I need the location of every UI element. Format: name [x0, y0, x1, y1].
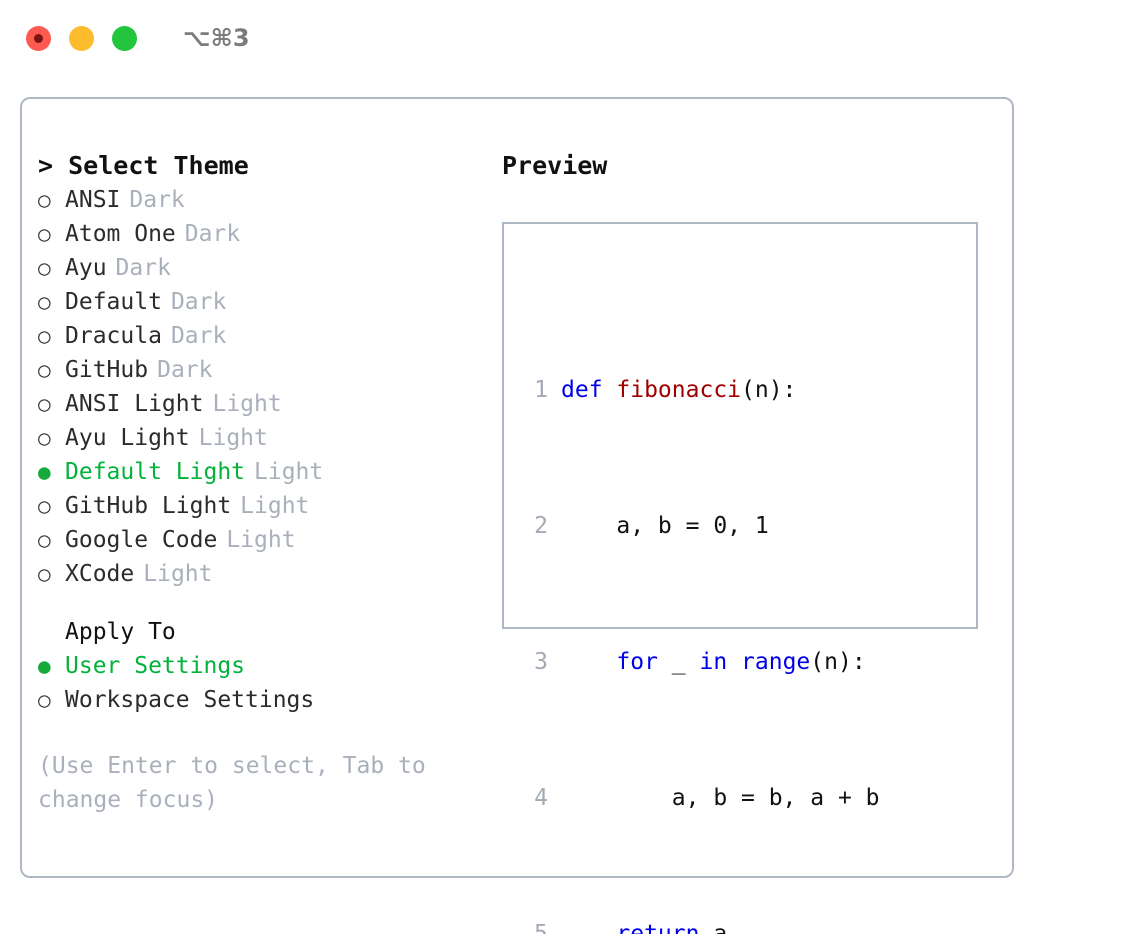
- section-spacer: [38, 591, 468, 615]
- theme-mode: Dark: [170, 289, 227, 315]
- theme-option-google-code[interactable]: ○ Google Code Light: [38, 523, 468, 557]
- radio-icon[interactable]: ○: [38, 222, 51, 246]
- theme-option-github-dark[interactable]: ○ GitHub Dark: [38, 353, 468, 387]
- select-theme-heading: > Select Theme: [38, 149, 468, 183]
- code-token: def: [561, 377, 617, 403]
- theme-name: GitHub Light: [65, 493, 232, 519]
- theme-mode: Dark: [184, 221, 241, 247]
- radio-icon[interactable]: ○: [38, 392, 51, 416]
- code-token: a, b = b, a + b: [561, 785, 880, 811]
- radio-icon[interactable]: ○: [38, 256, 51, 280]
- apply-to-label: Workspace Settings: [65, 687, 315, 713]
- theme-option-default-dark[interactable]: ○ Default Dark: [38, 285, 468, 319]
- theme-picker-column: > Select Theme ○ ANSI Dark ○ Atom One Da…: [38, 149, 468, 817]
- theme-mode: Dark: [129, 187, 185, 213]
- theme-option-xcode[interactable]: ○ XCode Light: [38, 557, 468, 591]
- theme-name: GitHub: [65, 357, 149, 383]
- code-token: fibonacci: [616, 377, 742, 403]
- preview-heading: Preview: [502, 151, 608, 180]
- apply-to-option-workspace-settings[interactable]: ○ Workspace Settings: [38, 683, 468, 717]
- code-token: a: [699, 921, 728, 934]
- theme-mode: Light: [212, 391, 282, 417]
- theme-name: Atom One: [65, 221, 176, 247]
- radio-selected-icon[interactable]: ●: [38, 654, 51, 678]
- select-theme-heading-label: Select Theme: [68, 151, 249, 180]
- theme-mode: Dark: [170, 323, 227, 349]
- radio-icon[interactable]: ○: [38, 188, 51, 212]
- theme-mode: Dark: [157, 357, 213, 383]
- radio-icon[interactable]: ○: [38, 324, 51, 348]
- code-token: [727, 649, 741, 675]
- code-token: for: [616, 649, 658, 675]
- keyboard-shortcut-label: ⌥⌘3: [183, 24, 250, 52]
- radio-icon[interactable]: ○: [38, 358, 51, 382]
- theme-option-ayu-light[interactable]: ○ Ayu Light Light: [38, 421, 468, 455]
- code-line: 1 def fibonacci(n):: [514, 373, 921, 407]
- minimize-window-button[interactable]: [69, 25, 94, 51]
- theme-name: Default: [65, 289, 162, 315]
- theme-name: Google Code: [65, 527, 218, 553]
- line-number: 4: [534, 785, 548, 811]
- main-panel: > Select Theme ○ ANSI Dark ○ Atom One Da…: [20, 97, 1014, 934]
- theme-name: Ayu: [65, 255, 107, 281]
- close-window-button[interactable]: [26, 25, 51, 51]
- theme-name: Default Light: [65, 459, 246, 485]
- code-line: 5 return a: [514, 917, 921, 934]
- preview-code: 1 def fibonacci(n): 2 a, b = 0, 1 3 for …: [514, 271, 921, 934]
- code-line: 4 a, b = b, a + b: [514, 781, 921, 815]
- theme-mode: Light: [226, 527, 296, 553]
- radio-icon[interactable]: ○: [38, 528, 51, 552]
- radio-icon[interactable]: ○: [38, 562, 51, 586]
- maximize-window-button[interactable]: [112, 25, 137, 51]
- line-number: 3: [534, 649, 548, 675]
- code-token: range: [741, 649, 811, 675]
- radio-selected-icon[interactable]: ●: [38, 460, 51, 484]
- code-token: [561, 921, 616, 934]
- apply-to-heading: Apply To: [65, 619, 176, 645]
- theme-name: ANSI: [65, 187, 121, 213]
- code-token: _: [657, 649, 700, 675]
- select-theme-heading-marker: >: [38, 151, 54, 180]
- theme-option-default-light[interactable]: ● Default Light Light: [38, 455, 468, 489]
- preview-column: Preview 1 def fibonacci(n): 2 a, b = 0, …: [502, 149, 1002, 934]
- theme-option-dracula-dark[interactable]: ○ Dracula Dark: [38, 319, 468, 353]
- apply-to-option-user-settings[interactable]: ● User Settings: [38, 649, 468, 683]
- radio-icon[interactable]: ○: [38, 494, 51, 518]
- code-token: in: [699, 649, 728, 675]
- line-number: 1: [534, 377, 548, 403]
- code-line: 2 a, b = 0, 1: [514, 509, 921, 543]
- theme-mode: Light: [143, 561, 213, 587]
- theme-option-ansi-dark[interactable]: ○ ANSI Dark: [38, 183, 468, 217]
- code-token: return: [616, 921, 700, 934]
- theme-name: XCode: [65, 561, 135, 587]
- code-token: [561, 649, 616, 675]
- theme-mode: Light: [198, 425, 268, 451]
- theme-option-ayu-dark[interactable]: ○ Ayu Dark: [38, 251, 468, 285]
- apply-to-label: User Settings: [65, 653, 246, 679]
- window-controls: [26, 25, 137, 51]
- theme-name: Ayu Light: [65, 425, 190, 451]
- radio-icon[interactable]: ○: [38, 290, 51, 314]
- code-token: (n):: [810, 649, 866, 675]
- theme-mode: Dark: [115, 255, 171, 281]
- code-token: (n):: [741, 377, 797, 403]
- theme-name: ANSI Light: [65, 391, 204, 417]
- line-number: 2: [534, 513, 548, 539]
- code-token: a, b = 0, 1: [561, 513, 769, 539]
- title-bar: ⌥⌘3: [0, 0, 1140, 76]
- keyboard-hint-text: (Use Enter to select, Tab to change focu…: [38, 753, 440, 813]
- radio-icon[interactable]: ○: [38, 426, 51, 450]
- line-number: 5: [534, 921, 548, 934]
- radio-icon[interactable]: ○: [38, 688, 51, 712]
- theme-mode: Light: [254, 459, 324, 485]
- theme-option-github-light[interactable]: ○ GitHub Light Light: [38, 489, 468, 523]
- preview-box: 1 def fibonacci(n): 2 a, b = 0, 1 3 for …: [502, 222, 978, 934]
- panel-columns: > Select Theme ○ ANSI Dark ○ Atom One Da…: [22, 99, 1012, 934]
- theme-option-ansi-light[interactable]: ○ ANSI Light Light: [38, 387, 468, 421]
- theme-name: Dracula: [65, 323, 162, 349]
- code-line: 3 for _ in range(n):: [514, 645, 921, 679]
- theme-option-atom-one-dark[interactable]: ○ Atom One Dark: [38, 217, 468, 251]
- theme-mode: Light: [240, 493, 310, 519]
